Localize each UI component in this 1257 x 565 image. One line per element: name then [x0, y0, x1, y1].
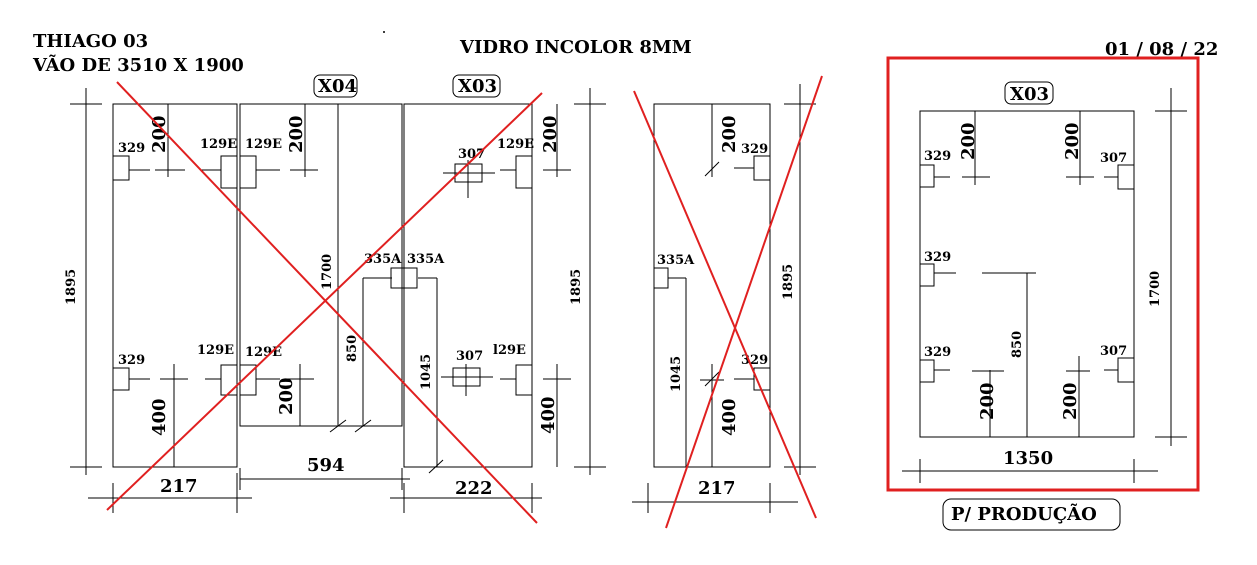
label-x03-right: X03: [1010, 84, 1049, 105]
dim-200-p2-bottom: 200: [276, 377, 297, 415]
dim-1700-prod: 1700: [1148, 271, 1163, 307]
dim-1700-x04: 1700: [320, 254, 335, 290]
dim-200-prod-top-right: 200: [1062, 122, 1083, 160]
dim-400-middle: 400: [719, 398, 740, 436]
material-label: VIDRO INCOLOR 8MM: [459, 37, 692, 58]
dim-594: 594: [307, 455, 345, 476]
dim-200-p2-top: 200: [286, 115, 307, 153]
production-label-box: [942, 498, 1121, 531]
dim-1045-x03: 1045: [419, 354, 434, 390]
part-329-p1-top: 329: [118, 141, 145, 156]
part-335a-right: 335A: [407, 252, 445, 267]
left-group: 1895 1895 329 129E 200 329 129E 400 129E…: [64, 74, 606, 524]
dim-200-middle: 200: [719, 115, 740, 153]
label-x04: X04: [318, 76, 357, 97]
part-307-prod-bottom: 307: [1100, 344, 1127, 359]
glass-panel-x03: [403, 103, 533, 468]
dim-1350: 1350: [1003, 448, 1053, 469]
part-307-prod-top: 307: [1100, 151, 1127, 166]
part-129e-p3-bottom: l29E: [493, 343, 526, 358]
cross-out-line-middle-a: [633, 90, 817, 519]
production-frame: [886, 56, 1200, 492]
part-329-middle-top: 329: [741, 142, 768, 157]
dim-850-prod: 850: [1010, 331, 1025, 358]
lock-335a: [390, 267, 418, 289]
dim-217-left: 217: [160, 476, 198, 497]
production-group: X03 329 200 307 200 329 850 329 200 307: [886, 56, 1200, 531]
cross-out-line-left-a: [116, 81, 538, 524]
span-label: VÃO DE 3510 X 1900: [32, 53, 244, 76]
part-329-p1-bottom: 329: [118, 353, 145, 368]
cross-out-line-left-b: [106, 92, 543, 511]
dim-1895-right: 1895: [569, 269, 584, 305]
dim-1045-middle: 1045: [669, 356, 684, 392]
dim-1895-left: 1895: [64, 269, 79, 305]
dim-200-prod-bottom-right: 200: [1060, 382, 1081, 420]
dim-200-p3-top: 200: [540, 115, 561, 153]
dim-400-p3: 400: [538, 396, 559, 434]
dim-400-p1: 400: [149, 398, 170, 436]
part-129e-p2-bottom: 129E: [245, 345, 282, 360]
part-129e-p2-top: 129E: [245, 137, 282, 152]
dim-1895-middle: 1895: [781, 264, 796, 300]
dim-222: 222: [455, 478, 493, 499]
date-label: 01 / 08 / 22: [1105, 39, 1218, 60]
part-307-top: 307: [458, 147, 485, 162]
part-329-prod-top: 329: [924, 149, 951, 164]
part-329-middle-bottom: 329: [741, 353, 768, 368]
part-129e-p1-top: 129E: [200, 137, 237, 152]
dim-200-p1-top: 200: [149, 115, 170, 153]
glass-panel-x04: [239, 103, 403, 427]
production-label: P/ PRODUÇÃO: [951, 502, 1097, 525]
label-box-x03-right: [1004, 81, 1054, 105]
part-329-prod-bottom: 329: [924, 345, 951, 360]
dim-200-prod-top-left: 200: [958, 122, 979, 160]
middle-group: 335A 1045 329 200 329 400 1895 217: [632, 75, 823, 529]
part-129e-p1-bottom: 129E: [197, 343, 234, 358]
glass-panel-1: [112, 103, 238, 468]
part-307-bottom: 307: [456, 349, 483, 364]
cross-out-line-middle-b: [665, 75, 823, 529]
dim-850: 850: [345, 335, 360, 362]
part-335a-middle: 335A: [657, 253, 695, 268]
part-129e-p3-top: 129E: [497, 137, 534, 152]
label-x03-left: X03: [458, 76, 497, 97]
label-box-x04: [313, 74, 358, 98]
client-label: THIAGO 03: [33, 31, 148, 52]
dim-217-middle: 217: [698, 478, 736, 499]
label-box-x03-left: [452, 74, 501, 98]
part-329-prod-middle: 329: [924, 250, 951, 265]
dim-200-prod-bottom-left: 200: [977, 382, 998, 420]
